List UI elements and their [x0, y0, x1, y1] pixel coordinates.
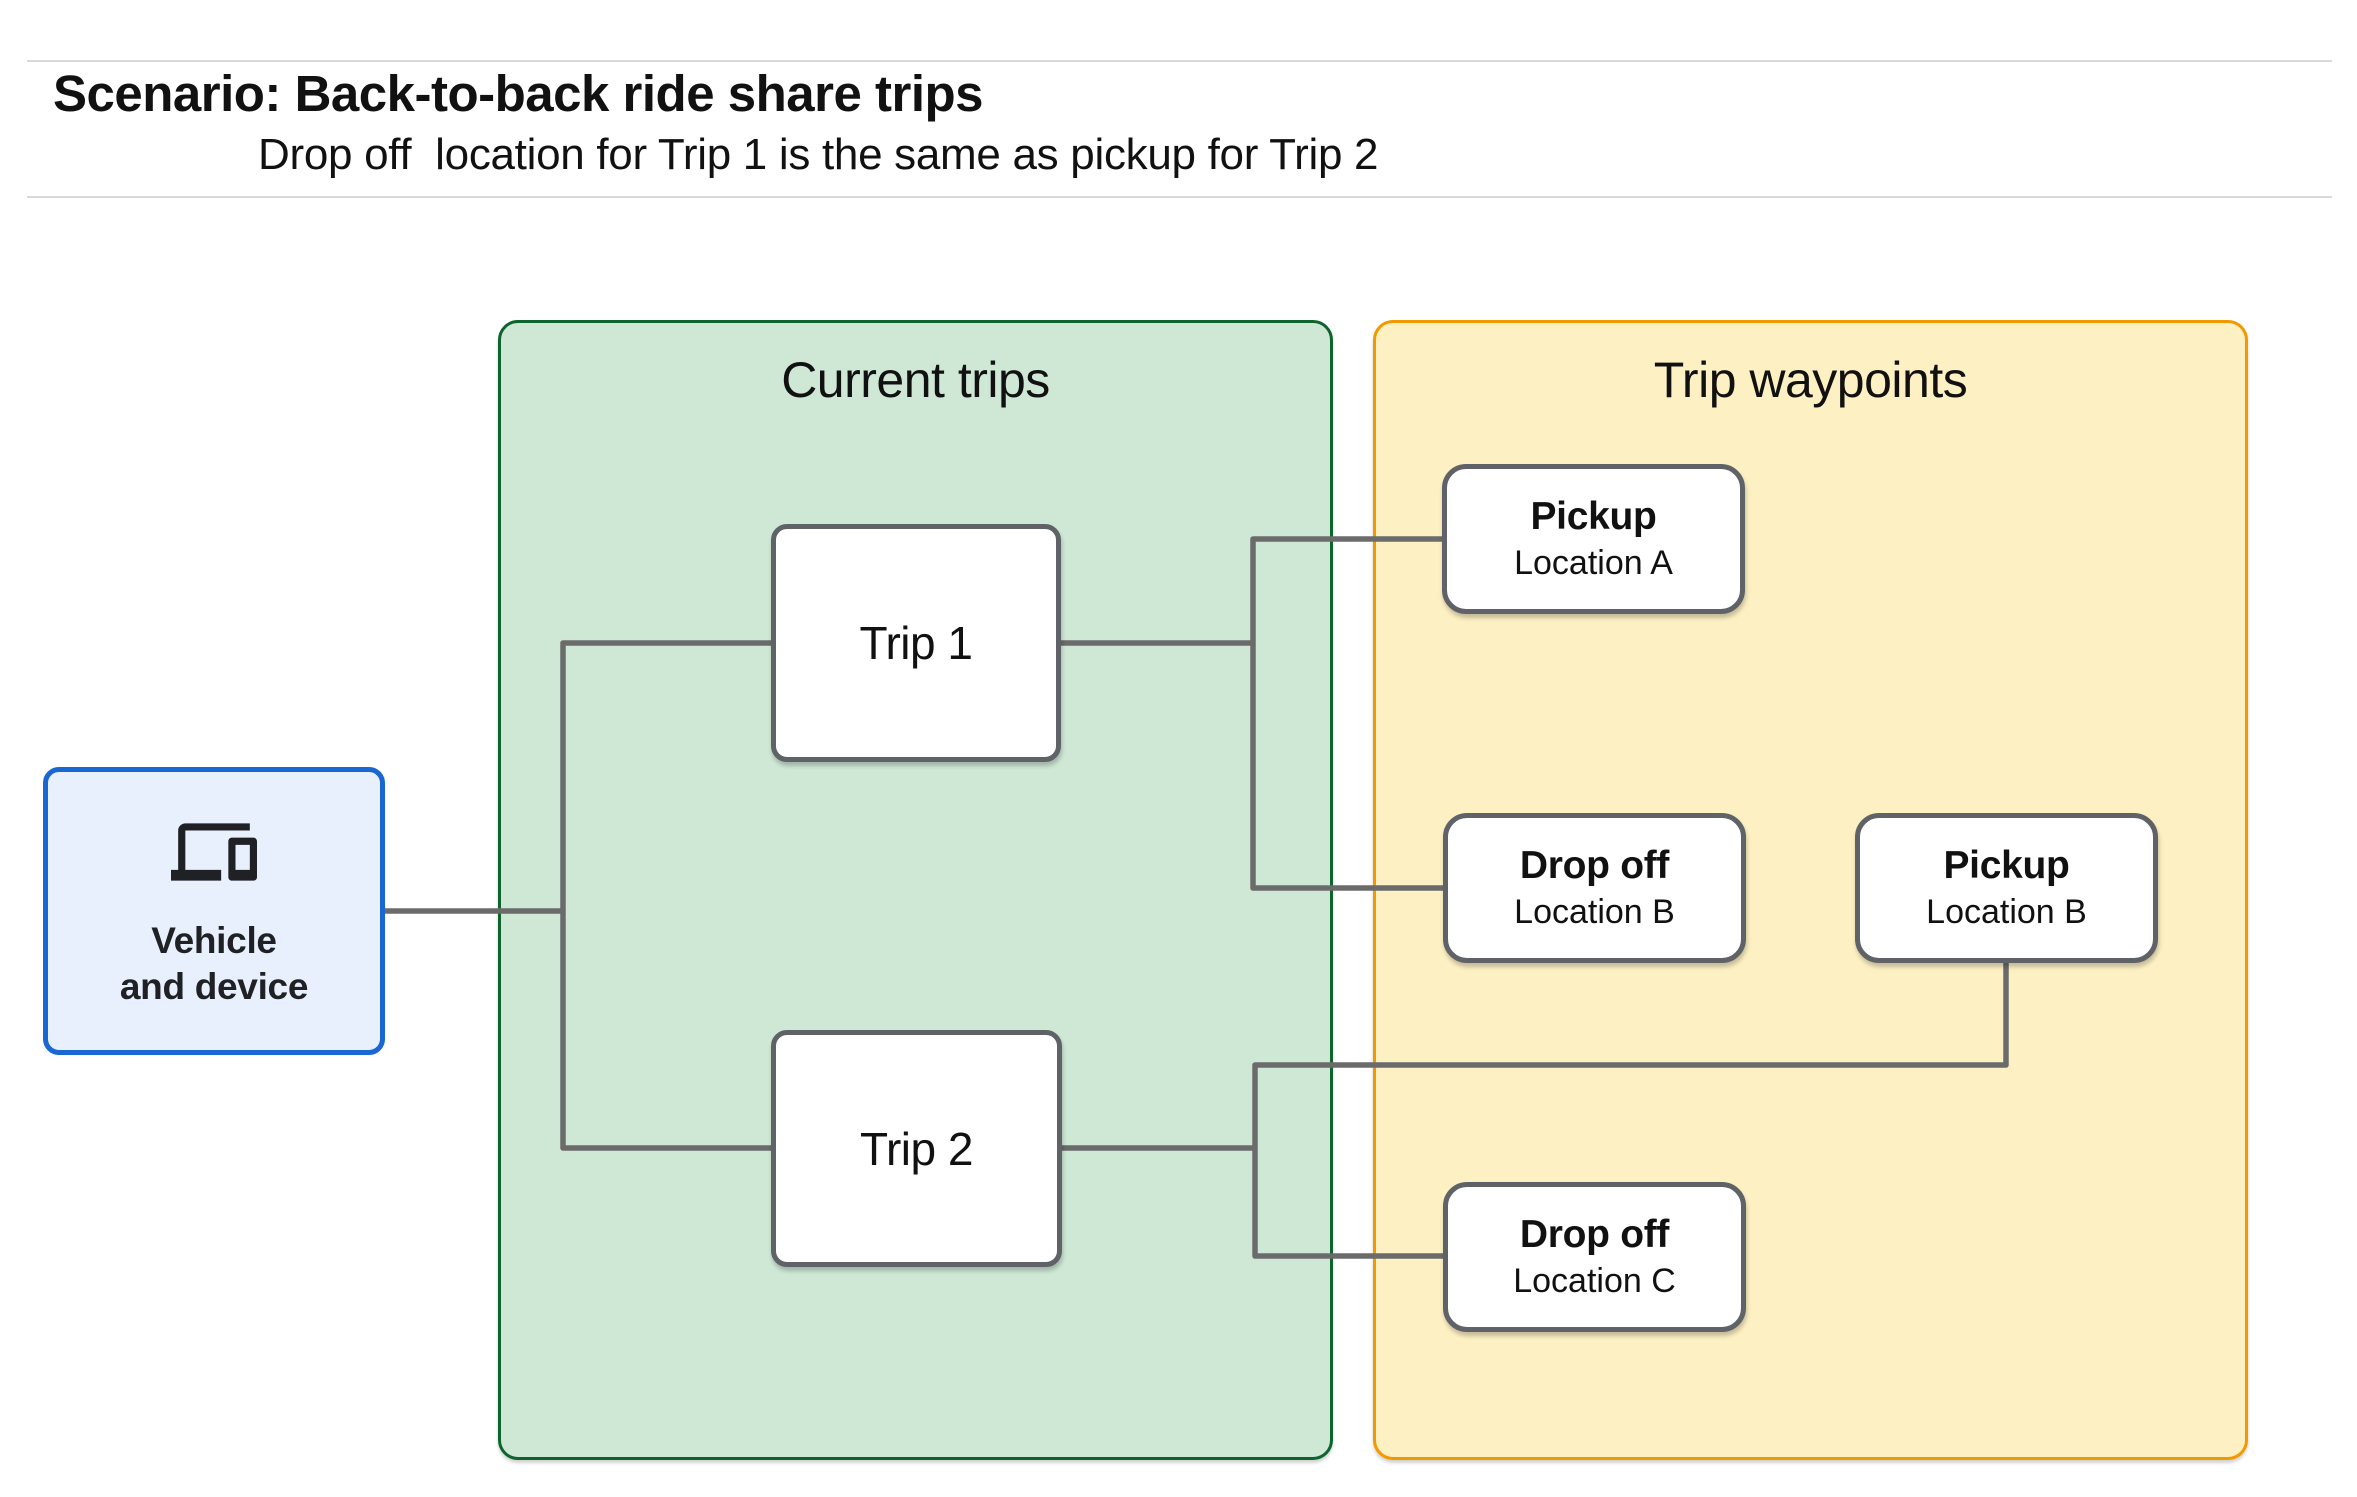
waypoint-title: Pickup	[1943, 844, 2070, 887]
waypoint-subtitle: Location A	[1514, 544, 1673, 582]
current-trips-title: Current trips	[781, 352, 1050, 408]
waypoint-title: Drop off	[1519, 844, 1670, 887]
trip-2-label: Trip 2	[860, 1122, 973, 1175]
trip-waypoints-title: Trip waypoints	[1653, 352, 1968, 408]
trip-1-label: Trip 1	[859, 617, 973, 669]
waypoint-subtitle: Location B	[1514, 893, 1675, 931]
waypoint-dropoff-location-b: Drop off Location B	[1443, 813, 1746, 963]
connector-vehicle-to-trips	[382, 640, 774, 1151]
vehicle-label-line2: and device	[119, 966, 309, 1007]
top-divider	[27, 60, 2332, 62]
trip-2-node: Trip 2	[771, 1030, 1062, 1267]
connector-trip2-to-waypoints	[1059, 960, 2009, 1259]
header-divider	[27, 196, 2332, 198]
waypoint-pickup-location-b: Pickup Location B	[1855, 813, 2158, 963]
vehicle-and-device-node: Vehicle and device	[43, 767, 385, 1055]
current-trips-panel: Current trips	[498, 320, 1333, 1460]
page-title: Scenario: Back-to-back ride share trips	[53, 65, 984, 122]
vehicle-label: Vehicle and device	[119, 918, 309, 1010]
waypoint-title: Drop off	[1519, 1213, 1670, 1256]
waypoint-title: Pickup	[1530, 495, 1657, 538]
page-subtitle: Drop off location for Trip 1 is the same…	[258, 130, 1379, 179]
trip-1-node: Trip 1	[771, 524, 1061, 762]
devices-icon	[171, 810, 257, 894]
vehicle-label-line1: Vehicle	[151, 920, 277, 961]
waypoint-pickup-location-a: Pickup Location A	[1442, 464, 1745, 614]
waypoint-subtitle: Location B	[1926, 893, 2087, 931]
waypoint-subtitle: Location C	[1513, 1262, 1676, 1300]
connector-trip1-to-waypoints	[1058, 536, 1446, 891]
waypoint-dropoff-location-c: Drop off Location C	[1443, 1182, 1746, 1332]
